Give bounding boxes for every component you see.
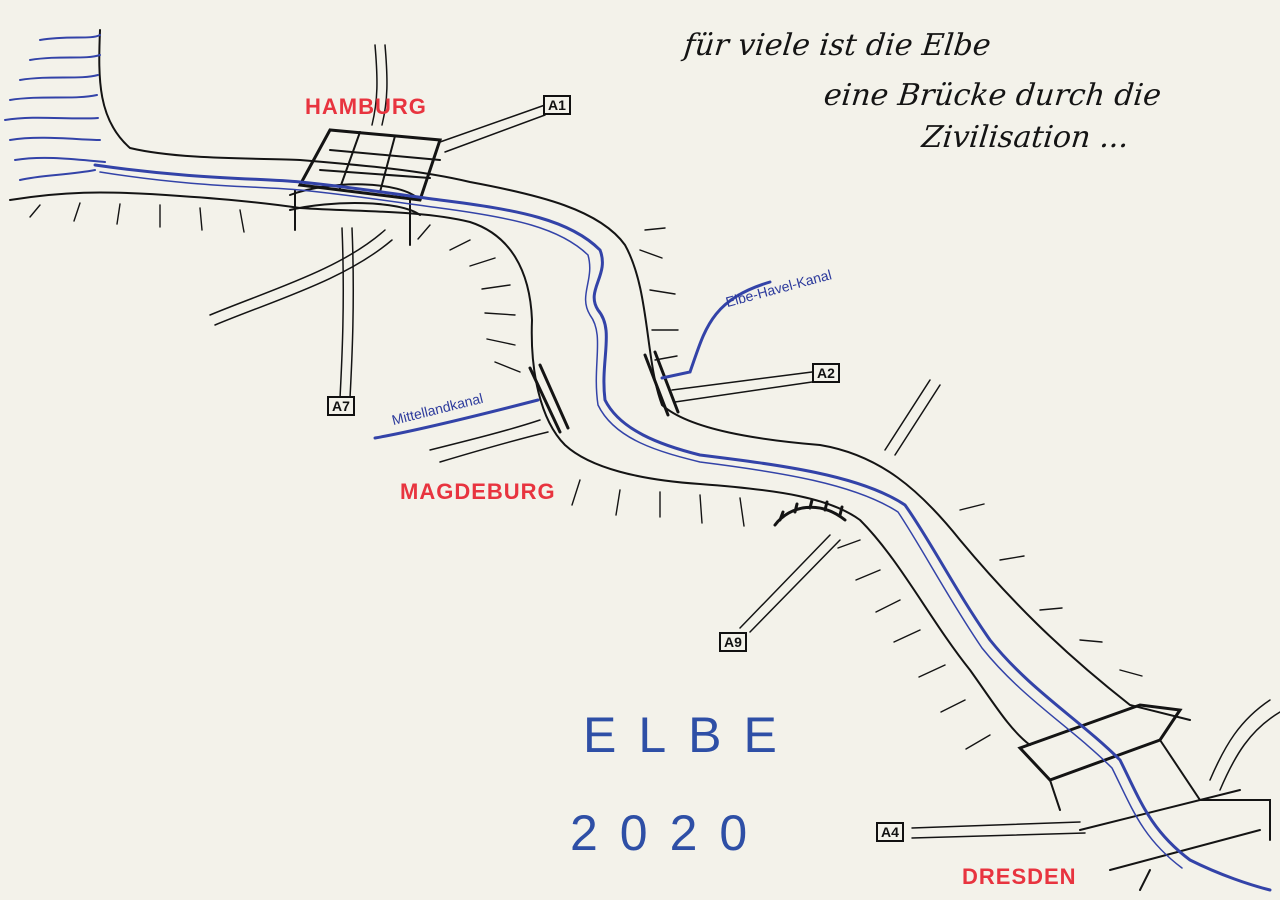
elbe-estuary [4, 34, 106, 181]
city-label-magdeburg: MAGDEBURG [400, 479, 556, 504]
dresden-bridge [1017, 703, 1271, 891]
city-label-hamburg: HAMBURG [305, 94, 427, 119]
wittenberg-bridge [773, 498, 847, 527]
road-sign-a4: A4 [876, 822, 904, 842]
river-bank-south [9, 191, 1031, 746]
quote-line-2: eine Brücke durch die [822, 78, 1163, 113]
hamburg-bridge [289, 128, 443, 246]
elbe-river [93, 163, 1272, 892]
title-elbe: ELBE [583, 707, 799, 763]
magdeburg-bridges [528, 350, 680, 434]
quote-line-1: für viele ist die Elbe [682, 28, 993, 63]
mittellandkanal-line [373, 398, 540, 440]
road-lines [209, 44, 1280, 839]
elbe-havel-kanal-line [660, 280, 772, 380]
road-sign-a9: A9 [719, 632, 747, 652]
title-year: 2020 [570, 805, 770, 861]
road-sign-a2: A2 [812, 363, 840, 383]
elbe-river-edge [99, 171, 1183, 869]
city-label-dresden: DRESDEN [962, 864, 1077, 889]
quote-line-3: Zivilisation ... [920, 120, 1131, 155]
road-sign-a7: A7 [327, 396, 355, 416]
slope-hatching [29, 202, 1143, 750]
river-bank-north [98, 29, 1191, 721]
road-sign-a1: A1 [543, 95, 571, 115]
